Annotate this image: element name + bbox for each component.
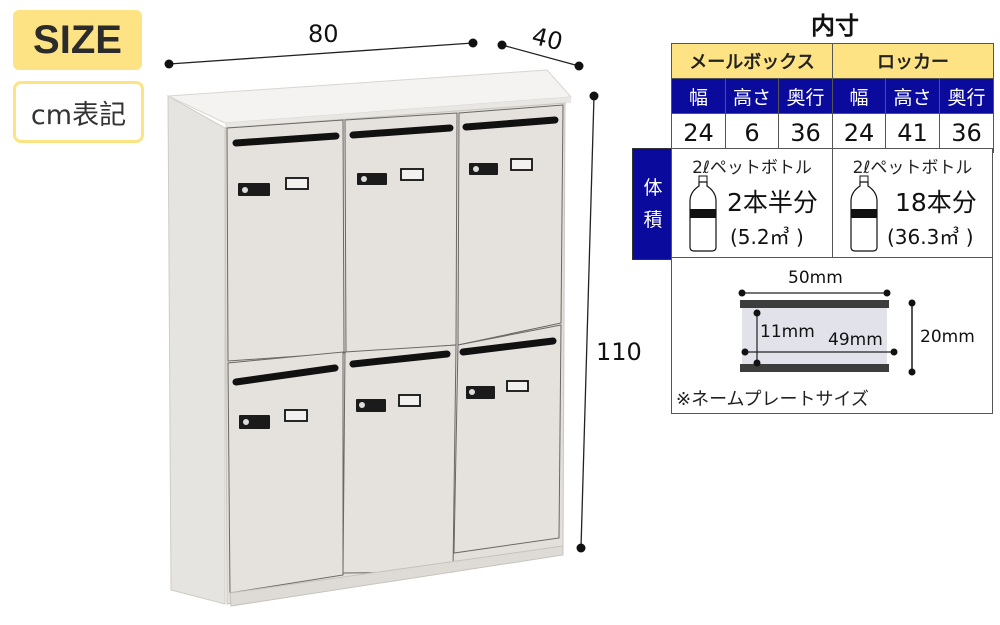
height-label: 110	[596, 338, 642, 366]
bottle-caption: 2ℓペットボトル	[852, 158, 973, 178]
value-cell: 24	[832, 113, 886, 153]
volume-label: 体 積	[632, 148, 674, 260]
outer-height-label: 20mm	[920, 327, 975, 347]
column-header: 幅	[832, 78, 886, 114]
volume-label-char: 積	[643, 209, 663, 231]
value-cell: 36	[778, 113, 833, 153]
depth-dimension-line	[497, 40, 584, 71]
volume-liters: (36.3㎥ )	[887, 225, 974, 249]
bottle-caption: 2ℓペットボトル	[692, 158, 812, 178]
name-plate	[284, 158, 533, 422]
column-header: 高さ	[725, 78, 779, 114]
value-cell: 36	[938, 113, 995, 153]
size-badge: SIZE	[13, 10, 142, 70]
volume-label-char: 体	[643, 177, 663, 199]
bottle-count: 18本分	[895, 188, 977, 217]
inner-dimensions-table: メールボックス ロッカー 幅 高さ 奥行 幅 高さ 奥行 24 6 36 24 …	[671, 43, 995, 153]
mailbox-volume-cell: 2ℓペットボトル 2本半分 (5.2㎥ )	[671, 148, 833, 258]
inner-height-label: 11mm	[760, 322, 815, 342]
value-cell: 41	[885, 113, 940, 153]
value-cell: 24	[671, 113, 726, 153]
nameplate-diagram	[738, 289, 916, 376]
height-dimension-line	[576, 91, 599, 553]
bottle-count: 2本半分	[727, 188, 818, 217]
width-dimension-line	[164, 38, 478, 69]
inner-width-label: 49mm	[828, 330, 883, 350]
cabinet-illustration	[164, 38, 599, 607]
pet-bottle-icon	[689, 175, 717, 252]
group-header-mailbox: メールボックス	[671, 43, 833, 79]
unit-badge: cm表記	[13, 81, 144, 143]
column-header: 幅	[671, 78, 726, 114]
column-header: 奥行	[778, 78, 833, 114]
value-cell: 6	[725, 113, 779, 153]
outer-width-label: 50mm	[788, 268, 843, 288]
column-header: 奥行	[938, 78, 995, 114]
pet-bottle-icon	[850, 175, 878, 252]
nameplate-size-box: 50mm 11mm 49mm 20mm ※ネームプレートサイズ	[671, 258, 993, 414]
volume-liters: (5.2㎥ )	[730, 225, 804, 249]
locker-volume-cell: 2ℓペットボトル 18本分 (36.3㎥ )	[832, 148, 993, 258]
nameplate-note: ※ネームプレートサイズ	[676, 389, 869, 410]
mail-slot	[232, 116, 559, 386]
column-header: 高さ	[885, 78, 940, 114]
group-header-locker: ロッカー	[831, 43, 995, 79]
width-label: 80	[308, 20, 339, 48]
inner-dimensions-title: 内寸	[811, 12, 859, 40]
